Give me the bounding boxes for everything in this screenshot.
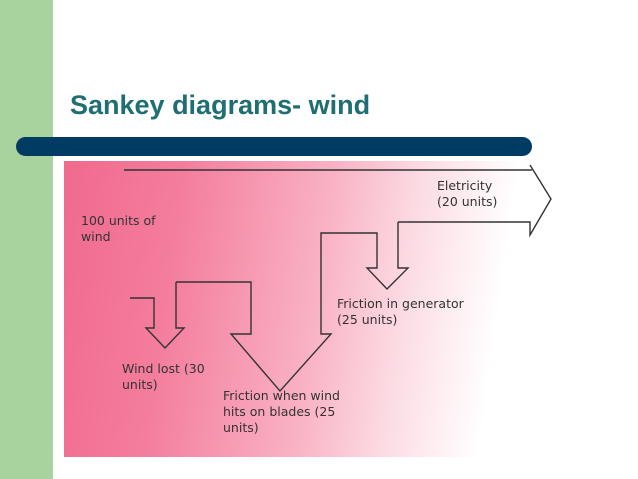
input-label: 100 units of wind	[81, 213, 156, 245]
electricity-arrow	[398, 164, 552, 238]
friction-blades-label-line: hits on blades (25	[223, 404, 336, 419]
wind-lost-label-line: units)	[122, 377, 158, 392]
friction-generator-label: Friction in generator (25 units)	[337, 296, 464, 328]
input-label-line: wind	[81, 229, 111, 244]
sankey-drawing	[124, 164, 552, 393]
title-panel	[53, 0, 638, 140]
friction-blades-label-line: Friction when wind	[223, 388, 340, 403]
wind-lost-label: Wind lost (30 units)	[122, 361, 205, 393]
electricity-label: Eletricity (20 units)	[437, 178, 497, 210]
slide-title: Sankey diagrams- wind	[70, 90, 371, 120]
wind-lost-arrow	[130, 282, 186, 350]
wind-lost-label-line: Wind lost (30	[122, 361, 205, 376]
input-label-line: 100 units of	[81, 213, 156, 228]
friction-generator-arrow	[320, 222, 410, 291]
sankey-diagram: 100 units of wind Wind lost (30 units) F…	[64, 161, 566, 457]
electricity-label-line: (20 units)	[437, 194, 498, 209]
friction-blades-label: Friction when wind hits on blades (25 un…	[223, 388, 340, 436]
friction-blades-arrow	[176, 261, 333, 393]
friction-blades-label-line: units)	[223, 420, 259, 435]
friction-generator-label-line: (25 units)	[337, 312, 398, 327]
electricity-label-line: Eletricity	[437, 178, 493, 193]
friction-generator-label-line: Friction in generator	[337, 296, 464, 311]
title-divider	[16, 137, 532, 156]
